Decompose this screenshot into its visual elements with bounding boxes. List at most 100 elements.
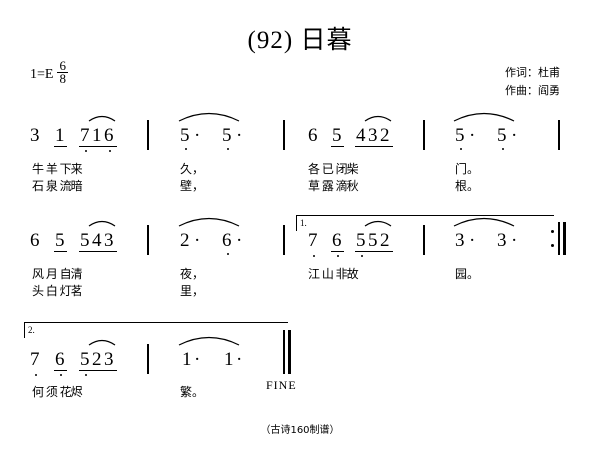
lyric-m1-verse2: 石 泉 流暗: [32, 179, 83, 193]
note-s2-3: 5: [80, 230, 90, 251]
slur-s1-b: [178, 112, 240, 122]
note-s3-2: 6: [55, 349, 65, 370]
octave-dot-s1-6: [185, 148, 188, 151]
lyric-m6-verse1: 夜，: [180, 267, 205, 281]
octave-dot-s2-9: [337, 255, 340, 258]
octave-dot-s1-14: [502, 148, 505, 151]
note-s1-2: 1: [55, 125, 65, 146]
slur-s2-b: [178, 217, 240, 227]
octave-dot-s2-10: [361, 255, 364, 258]
note-s3-4: 2: [92, 349, 102, 370]
beam-s1-a: [54, 146, 67, 148]
note-s2-14: 3: [497, 230, 507, 251]
note-s1-1: 3: [30, 125, 40, 146]
barline-7: [423, 225, 425, 255]
credits: 作词：杜甫 作曲：阎勇: [505, 64, 560, 100]
note-s2-12: 2: [380, 230, 390, 251]
note-s1-3: 7: [80, 125, 90, 146]
beam-s1-c: [331, 146, 344, 148]
final-barline-thick: [288, 330, 291, 374]
note-s2-10: 5: [356, 230, 366, 251]
octave-dot-s1-13: [460, 148, 463, 151]
beam-s1-b: [79, 146, 117, 148]
octave-dot-s3-3: [85, 374, 88, 377]
repeat-dot-lower: [551, 244, 554, 247]
duration-dot-s1-14: ·: [511, 125, 518, 146]
note-s2-2: 5: [55, 230, 65, 251]
slur-s2-d: [453, 217, 515, 227]
octave-dot-s2-7: [227, 253, 230, 256]
note-s1-14: 5: [497, 125, 507, 146]
note-s3-5: 3: [104, 349, 114, 370]
slur-s1-a: [88, 115, 116, 122]
barline-4: [558, 120, 560, 150]
note-s1-9: 5: [332, 125, 342, 146]
beam-s2-a: [54, 251, 67, 253]
slur-s1-d: [453, 112, 515, 122]
note-s2-7: 6: [222, 230, 232, 251]
note-s1-13: 5: [455, 125, 465, 146]
slur-s2-c: [364, 220, 392, 227]
duration-dot-s3-6: ·: [194, 349, 201, 370]
time-signature-denominator: 8: [59, 71, 66, 87]
beam-s2-b: [79, 251, 117, 253]
lyric-m4-verse2: 根。: [455, 179, 480, 193]
note-s2-6: 2: [180, 230, 190, 251]
lyric-m4-verse1: 门。: [455, 162, 480, 176]
lyric-m5-verse2: 头 白 灯茗: [32, 284, 83, 298]
slur-s1-c: [364, 115, 392, 122]
key-signature: 1=E: [30, 66, 54, 82]
composer-credit: 作曲：阎勇: [505, 84, 560, 98]
duration-dot-s1-13: ·: [469, 125, 476, 146]
lyric-m8-verse1: 园。: [455, 267, 480, 281]
time-signature-numerator: 6: [57, 58, 68, 74]
note-s2-13: 3: [455, 230, 465, 251]
note-s2-9: 6: [332, 230, 342, 251]
repeat-barline-thick: [563, 222, 566, 255]
duration-dot-s2-14: ·: [511, 230, 518, 251]
lyric-m5-verse1: 风 月 自清: [32, 267, 83, 281]
page-title: (92) 日暮: [247, 27, 353, 54]
octave-dot-s1-7: [227, 148, 230, 151]
note-s1-5: 6: [104, 125, 114, 146]
lyric-m2-verse1: 久，: [180, 162, 205, 176]
lyric-m1-verse1: 牛 羊 下来: [32, 162, 83, 176]
barline-5: [147, 225, 149, 255]
barline-8: [147, 344, 149, 374]
barline-3: [423, 120, 425, 150]
slur-s3-b: [178, 336, 240, 346]
note-s2-11: 5: [368, 230, 378, 251]
barline-2: [283, 120, 285, 150]
note-s3-7: 1: [224, 349, 234, 370]
note-s2-4: 4: [92, 230, 102, 251]
fine-marking: FINE: [266, 378, 297, 392]
note-s3-3: 5: [80, 349, 90, 370]
beam-s3-b: [79, 370, 117, 372]
barline-6: [283, 225, 285, 255]
duration-dot-s2-13: ·: [469, 230, 476, 251]
note-s2-1: 6: [30, 230, 40, 251]
octave-dot-s3-2: [60, 374, 63, 377]
time-signature: 6 8: [57, 58, 68, 87]
note-s1-6: 5: [180, 125, 190, 146]
lyric-m10-verse1: 繁。: [180, 385, 205, 399]
octave-dot-s1-3: [85, 150, 88, 153]
note-s1-8: 6: [308, 125, 318, 146]
note-s1-12: 2: [380, 125, 390, 146]
note-s1-4: 1: [92, 125, 102, 146]
lyric-m2-verse2: 壁，: [180, 179, 205, 193]
slur-s2-a: [88, 220, 116, 227]
lyric-m7-verse1: 江 山 非故: [308, 267, 359, 281]
volta-bracket-1: [296, 215, 554, 231]
repeat-barline-thin: [558, 222, 560, 255]
beam-s2-c: [331, 251, 344, 253]
footer-credit: （古诗160制谱）: [260, 425, 340, 436]
note-s1-10: 4: [356, 125, 366, 146]
lyric-m3-verse1: 各 已 闭柴: [308, 162, 359, 176]
duration-dot-s3-7: ·: [236, 349, 243, 370]
note-s3-1: 7: [30, 349, 40, 370]
duration-dot-s2-7: ·: [236, 230, 243, 251]
beam-s3-a: [54, 370, 67, 372]
note-s1-11: 3: [368, 125, 378, 146]
lyricist-credit: 作词：杜甫: [505, 66, 560, 79]
